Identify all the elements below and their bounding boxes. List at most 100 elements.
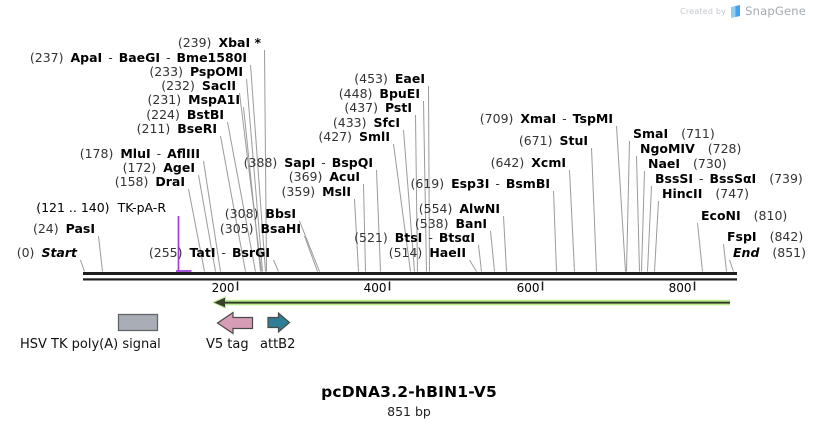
- leader-line-pspomi: [246, 78, 263, 272]
- site-position: (308): [224, 206, 259, 221]
- site-label-haeii[interactable]: (514)HaeII: [389, 246, 466, 259]
- site-label-tati-bsrgi[interactable]: (255)TatI - BsrGI: [148, 245, 270, 260]
- plasmid-title: pcDNA3.2-hBIN1-V5: [321, 383, 497, 401]
- site-label-naei[interactable]: NaeI (730): [648, 157, 727, 170]
- site-label-msli[interactable]: (359)MslI: [282, 185, 351, 198]
- site-label-ngomiv[interactable]: NgoMIV (728): [640, 142, 741, 155]
- site-position: (0): [16, 245, 35, 260]
- site-label-stui[interactable]: (671)StuI: [519, 134, 588, 147]
- ruler-ticks: [236, 281, 696, 291]
- enzyme-name: XmaI: [520, 111, 557, 126]
- snapgene-logo-icon: [731, 4, 741, 18]
- site-label-xcmi[interactable]: (642)XcmI: [491, 156, 566, 169]
- enzyme-name: HincII: [662, 186, 703, 201]
- leader-line-smai: [626, 140, 630, 272]
- site-label-end[interactable]: End(851): [733, 246, 806, 259]
- site-label-acui[interactable]: (369)AcuI: [289, 170, 360, 183]
- site-position: (671): [518, 133, 553, 148]
- site-label-bani[interactable]: (538)BanI: [415, 217, 487, 230]
- site-position: (448): [338, 86, 373, 101]
- site-position: (359): [281, 184, 316, 199]
- site-label-sacii[interactable]: (232)SacII: [161, 79, 236, 92]
- feature-v5-tag-arrow[interactable]: [216, 311, 254, 335]
- primer-bracket[interactable]: [176, 216, 192, 272]
- primer-name: TK-pA-R: [117, 200, 166, 215]
- leader-line-xbai: [264, 49, 267, 272]
- site-label-econi[interactable]: EcoNI(810): [701, 209, 787, 222]
- site-label-mlui-afliii[interactable]: (178)MluI - AflIII: [79, 146, 200, 161]
- enzyme-name: SmlI: [359, 129, 390, 144]
- site-label-xbai[interactable]: (239)XbaI *: [178, 36, 261, 49]
- site-label-apai-baegi-bme1580i[interactable]: (237)ApaI - BaeGI - Bme1580I: [29, 50, 247, 65]
- site-label-smli[interactable]: (427)SmlI: [318, 130, 390, 143]
- ruler-label-600: 600: [516, 281, 540, 295]
- site-position: (747): [715, 186, 749, 201]
- enzyme-name: BaeGI: [118, 50, 161, 65]
- site-label-smai[interactable]: SmaI(711): [633, 127, 715, 140]
- site-label-start[interactable]: (0)Start: [17, 246, 77, 259]
- site-position: (739): [769, 171, 803, 186]
- site-position: (158): [114, 174, 149, 189]
- site-label-bseri[interactable]: (211)BseRI: [137, 122, 217, 135]
- enzyme-name: ApaI: [70, 50, 103, 65]
- enzyme-name: XbaI *: [218, 35, 261, 50]
- leader-line-mspa1i: [243, 106, 261, 272]
- site-position: (842): [769, 229, 804, 244]
- site-label-bbsi[interactable]: (308)BbsI: [225, 207, 296, 220]
- leader-line-sapi-bspqi: [376, 169, 381, 272]
- leader-line-esp3i-bsmbi: [553, 190, 557, 272]
- site-label-sfci[interactable]: (433)SfcI: [333, 116, 400, 129]
- site-label-hincii[interactable]: HincII (747): [662, 187, 749, 200]
- site-label-alwni[interactable]: (554)AlwNI: [419, 202, 500, 215]
- site-position: (233): [149, 64, 183, 79]
- site-position: (728): [707, 141, 742, 156]
- site-label-btsi-bts-i[interactable]: (521)BtsI - BtsαI: [354, 230, 475, 245]
- enzyme-name: PasI: [65, 221, 95, 236]
- site-label-fspi[interactable]: FspI(842): [727, 230, 803, 243]
- enzyme-name: Esp3I: [451, 176, 490, 191]
- feature-label-attb2[interactable]: attB2: [260, 337, 296, 352]
- site-label-bsssi-bsss-i[interactable]: BssSI - BssSαI(739): [655, 171, 803, 186]
- leader-line-smli: [393, 143, 411, 272]
- site-label-xmai-tspmi[interactable]: (709)XmaI - TspMI: [479, 111, 613, 126]
- site-label-pspomi[interactable]: (233)PspOMI: [149, 65, 243, 78]
- leader-line-bstbi: [227, 121, 256, 272]
- site-label-sapi-bspqi[interactable]: (388)SapI - BspQI: [243, 155, 373, 170]
- credit-line: Created by SnapGene: [680, 4, 806, 18]
- enzyme-name: BstBI: [186, 107, 224, 122]
- feature-hsv-tk-polya-box[interactable]: [117, 313, 159, 332]
- leader-line-hincii: [654, 200, 659, 272]
- feature-label-hsv-tk-polya[interactable]: HSV TK poly(A) signal: [20, 337, 161, 352]
- site-label-bpuei[interactable]: (448)BpuEI: [339, 87, 420, 100]
- orf-arrow[interactable]: [212, 296, 730, 309]
- ruler-label-800: 800: [668, 281, 692, 295]
- enzyme-name: BsmBI: [505, 176, 550, 191]
- site-position: (232): [161, 78, 195, 93]
- enzyme-name: NaeI: [648, 156, 681, 171]
- site-label-mspa1i[interactable]: (231)MspA1I: [148, 93, 240, 106]
- site-label-eaei[interactable]: (453)EaeI: [354, 72, 425, 85]
- primer-label-tk-pa-r[interactable]: (121 .. 140)TK-pA-R: [36, 201, 166, 214]
- site-position: (730): [693, 156, 727, 171]
- site-label-bstbi[interactable]: (224)BstBI: [146, 108, 224, 121]
- site-label-psti[interactable]: (437)PstI: [344, 101, 412, 114]
- leader-line-stui: [591, 147, 597, 272]
- feature-attb2-arrow[interactable]: [267, 311, 291, 334]
- credit-brand: SnapGene: [745, 4, 806, 18]
- leader-line-bsahi: [304, 235, 318, 272]
- site-position: (851): [772, 245, 807, 260]
- site-position: (521): [354, 230, 388, 245]
- feature-label-v5-tag[interactable]: V5 tag: [206, 337, 249, 352]
- site-label-esp3i-bsmbi[interactable]: (619)Esp3I - BsmBI: [410, 176, 550, 191]
- site-label-agei[interactable]: (172)AgeI: [123, 161, 195, 174]
- ruler-label-400: 400: [363, 281, 387, 295]
- enzyme-name: NgoMIV: [640, 141, 695, 156]
- site-label-bsahi[interactable]: (305)BsaHI: [220, 222, 301, 235]
- leader-line-msli: [354, 198, 359, 272]
- site-position: (24): [32, 221, 59, 236]
- site-position: (255): [148, 245, 183, 260]
- leader-line-tati-bsrgi: [273, 259, 279, 272]
- site-label-drai[interactable]: (158)DraI: [115, 175, 185, 188]
- site-label-pasi[interactable]: (24) PasI: [33, 222, 95, 235]
